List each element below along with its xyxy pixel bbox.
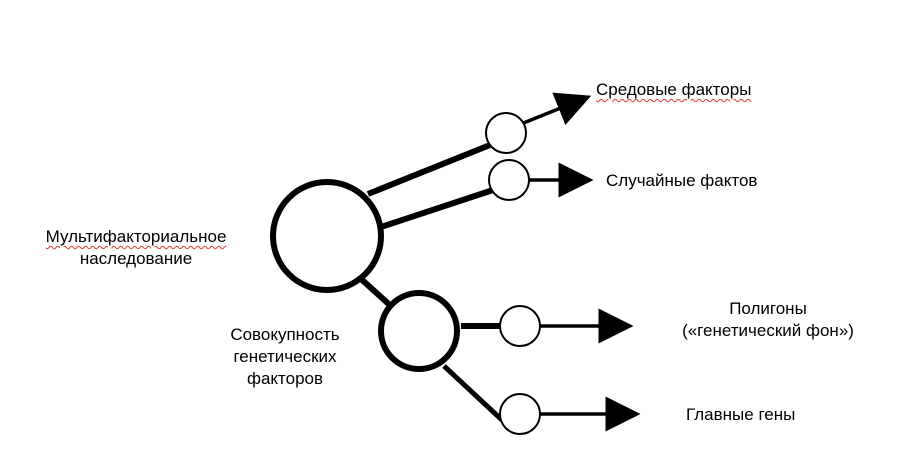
edge-root-to-env-node [366, 142, 492, 197]
arrow-env-factors [520, 92, 592, 126]
root-label: Мультифакториальное наследование [14, 226, 258, 270]
polygenes-label-line1: Полигоны [729, 299, 807, 318]
env-factors-label: Средовые факторы [596, 80, 752, 99]
genetic-factors-label-line2: генетических [233, 347, 337, 366]
random-factors-label: Случайные фактов [606, 171, 758, 190]
edge-genetic-to-major-gene-node [442, 364, 504, 422]
polygenes-label: Полигоны («генетический фон») [650, 298, 886, 342]
genetic-factors-label: Совокупность генетических факторов [205, 324, 365, 390]
edge-root-to-random-node [377, 187, 494, 231]
root-label-line2: наследование [79, 249, 193, 268]
major-genes-label: Главные гены [686, 405, 796, 424]
polygenes-label-line2: («генетический фон») [682, 321, 854, 340]
edge-root-to-genetic-node [357, 275, 395, 310]
random-factors-node [488, 159, 530, 201]
root-node [270, 179, 384, 293]
genetic-factors-node [378, 290, 460, 372]
polygene-node [499, 305, 541, 347]
env-factors-node [485, 112, 527, 154]
major-gene-node [499, 393, 541, 435]
genetic-factors-label-line1: Совокупность [230, 325, 340, 344]
root-label-line1: Мультифакториальное [45, 227, 227, 246]
genetic-factors-label-line3: факторов [246, 369, 324, 388]
